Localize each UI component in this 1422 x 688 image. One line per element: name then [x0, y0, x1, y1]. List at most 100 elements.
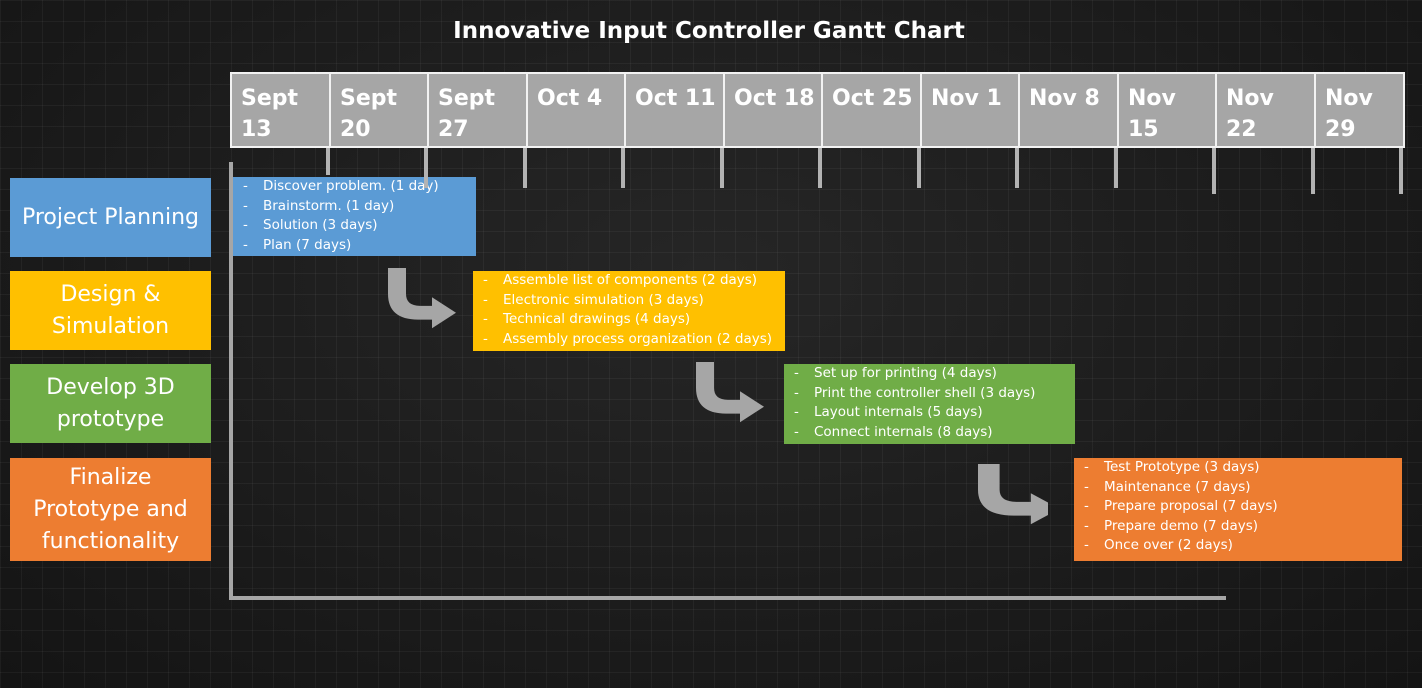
week-divider [723, 74, 725, 146]
task-text: Set up for printing (4 days) [814, 365, 997, 381]
task-item: -Technical drawings (4 days) [483, 310, 785, 330]
task-text: Once over (2 days) [1104, 537, 1233, 554]
task-box-develop-3d-prototype: -Set up for printing (4 days)-Print the … [784, 364, 1075, 444]
week-divider [624, 74, 626, 146]
task-bullet: - [794, 423, 799, 440]
week-tick [1114, 148, 1118, 188]
week-header-cell: Oct 18 [734, 86, 815, 111]
week-tick [621, 148, 625, 188]
phase-label-finalize-prototype: Finalize Prototype and functionality [10, 458, 211, 561]
task-item: -Assembly process organization (2 days) [483, 330, 785, 350]
week-tick [523, 148, 527, 188]
week-divider [1215, 74, 1217, 146]
task-item: -Prepare demo (7 days) [1084, 517, 1402, 537]
task-box-project-planning: -Discover problem. (1 day)-Brainstorm. (… [233, 177, 476, 256]
week-tick [424, 148, 428, 188]
task-text: Print the controller shell (3 days) [814, 384, 1036, 401]
week-header-cell: Sept 27 [438, 86, 496, 142]
week-header-cell: Oct 11 [635, 86, 716, 111]
week-divider [1314, 74, 1316, 146]
task-box-design-simulation: -Assemble list of components (2 days)-El… [473, 271, 785, 351]
task-item: -Brainstorm. (1 day) [243, 197, 476, 217]
task-item: -Prepare proposal (7 days) [1084, 497, 1402, 517]
task-text: Assemble list of components (2 days) [503, 272, 758, 288]
task-item: -Once over (2 days) [1084, 536, 1402, 556]
task-item: -Assemble list of components (2 days) [483, 271, 785, 291]
task-text: Connect internals (8 days) [814, 423, 993, 440]
task-text: Prepare proposal (7 days) [1104, 498, 1278, 515]
week-header-cell: Nov 1 [931, 86, 1002, 111]
phase-label-project-planning: Project Planning [10, 178, 211, 257]
week-divider [427, 74, 429, 146]
task-text: Maintenance (7 days) [1104, 478, 1251, 495]
task-item: -Test Prototype (3 days) [1084, 458, 1402, 478]
phase-label-develop-3d-prototype: Develop 3D prototype [10, 364, 211, 443]
task-bullet: - [1084, 537, 1089, 554]
task-bullet: - [483, 311, 488, 328]
task-item: -Set up for printing (4 days) [794, 364, 1075, 384]
task-bullet: - [483, 291, 488, 308]
task-item: -Discover problem. (1 day) [243, 177, 476, 197]
arrow-to-design-simulation [388, 268, 456, 329]
week-tick [720, 148, 724, 188]
task-text: Discover problem. (1 day) [263, 178, 439, 194]
week-divider [526, 74, 528, 146]
task-bullet: - [243, 197, 248, 214]
task-text: Solution (3 days) [263, 217, 378, 234]
week-tick [818, 148, 822, 188]
week-header-cell: Nov 22 [1226, 86, 1274, 142]
task-text: Assembly process organization (2 days) [503, 330, 773, 347]
task-bullet: - [1084, 498, 1089, 515]
arrow-to-develop-3d-prototype [696, 362, 764, 423]
chart-title: Innovative Input Controller Gantt Chart [453, 18, 965, 44]
week-header-row: Sept 13 Sept 20 Sept 27 Oct 4 Oct 11 Oct 18 Oc… [230, 72, 1405, 148]
timeline-horizontal-axis [229, 596, 1226, 600]
task-text: Electronic simulation (3 days) [503, 291, 704, 308]
task-bullet: - [1084, 517, 1089, 534]
task-item: -Layout internals (5 days) [794, 403, 1075, 423]
task-bullet: - [243, 178, 248, 194]
task-text: Technical drawings (4 days) [503, 311, 691, 328]
task-bullet: - [243, 236, 248, 253]
week-header-cell: Sept 20 [340, 86, 398, 142]
week-header-cell: Oct 25 [832, 86, 913, 111]
phase-label-design-simulation: Design & Simulation [10, 271, 211, 350]
arrow-to-finalize-prototype [978, 464, 1048, 525]
week-divider [1117, 74, 1119, 146]
week-divider [1018, 74, 1020, 146]
week-divider [920, 74, 922, 146]
week-divider [329, 74, 331, 146]
task-text: Test Prototype (3 days) [1104, 459, 1260, 475]
week-tick [917, 148, 921, 188]
week-tick [1212, 148, 1216, 194]
week-header-cell: Nov 15 [1128, 86, 1176, 142]
week-tick [1399, 148, 1403, 194]
week-header-cell: Nov 8 [1029, 86, 1100, 111]
task-text: Plan (7 days) [263, 236, 352, 253]
task-item: -Connect internals (8 days) [794, 423, 1075, 443]
week-tick [1015, 148, 1019, 188]
task-bullet: - [794, 365, 799, 381]
task-item: -Electronic simulation (3 days) [483, 291, 785, 311]
week-tick [326, 148, 330, 175]
week-tick [1311, 148, 1315, 194]
timeline-vertical-axis [229, 162, 233, 600]
task-item: -Print the controller shell (3 days) [794, 384, 1075, 404]
task-item: -Plan (7 days) [243, 236, 476, 256]
task-item: -Solution (3 days) [243, 216, 476, 236]
task-bullet: - [243, 217, 248, 234]
task-bullet: - [794, 384, 799, 401]
task-text: Brainstorm. (1 day) [263, 197, 395, 214]
week-header-cell: Sept 13 [241, 86, 299, 142]
task-bullet: - [483, 272, 488, 288]
task-bullet: - [483, 330, 488, 347]
task-bullet: - [794, 404, 799, 421]
task-item: -Maintenance (7 days) [1084, 478, 1402, 498]
task-bullet: - [1084, 478, 1089, 495]
week-header-cell: Oct 4 [537, 86, 603, 111]
task-text: Prepare demo (7 days) [1104, 517, 1259, 534]
task-text: Layout internals (5 days) [814, 404, 983, 421]
week-header-cell: Nov 29 [1325, 86, 1373, 142]
week-divider [821, 74, 823, 146]
task-box-finalize-prototype: -Test Prototype (3 days)-Maintenance (7 … [1074, 458, 1402, 561]
